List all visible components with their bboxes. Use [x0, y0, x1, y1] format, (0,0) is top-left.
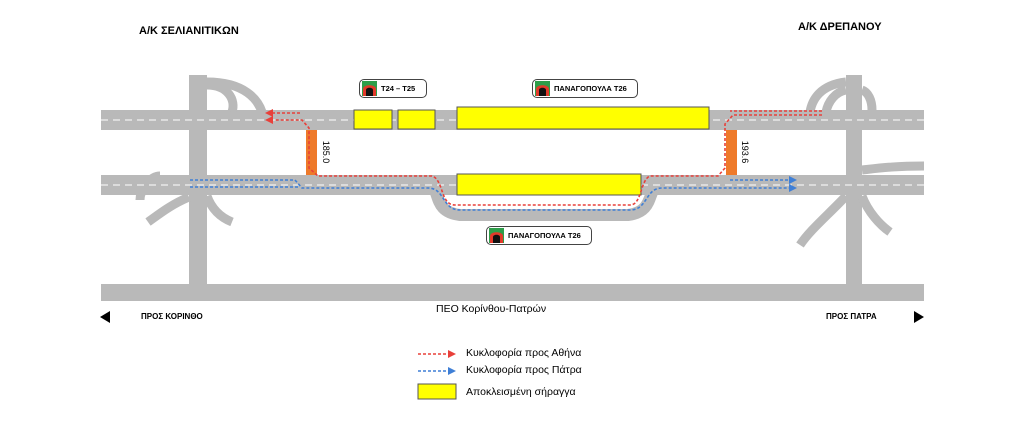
- ramp-right-nw-inner: [821, 85, 848, 114]
- closed-tunnel-t24: [353, 109, 393, 130]
- direction-left-label: ΠΡΟΣ ΚΟΡΙΝΘΟ: [141, 312, 203, 321]
- triangle-right-icon: [914, 311, 924, 323]
- lower-tunnel-bypass: [426, 181, 662, 221]
- closed-tunnels: [353, 106, 710, 196]
- tunnel-tag-t24-t25: T24 – T25: [359, 79, 427, 98]
- crossovers: [306, 130, 737, 175]
- route-to-athens-arrows: [265, 109, 273, 124]
- tunnel-icon: [535, 81, 550, 96]
- legend-closed-label: Αποκλεισμένη σήραγγα: [466, 386, 576, 398]
- direction-right-label: ΠΡΟΣ ΠΑΤΡΑ: [826, 312, 877, 321]
- triangle-left-icon: [100, 311, 110, 323]
- right-vertical-road: [846, 75, 862, 285]
- closed-tunnel-t26-lower: [456, 173, 642, 196]
- tunnel-tag-label: T24 – T25: [381, 84, 416, 93]
- junction-right-label: Α/Κ ΔΡΕΠΑΝΟΥ: [798, 21, 882, 33]
- closed-tunnel-t25: [397, 109, 436, 130]
- legend-closed-box: [417, 383, 457, 400]
- closed-tunnel-t26-upper: [456, 106, 710, 130]
- interchange-ramps: [135, 77, 925, 248]
- old-national-road: [101, 284, 924, 301]
- legend-patra-label: Κυκλοφορία προς Πάτρα: [466, 364, 582, 376]
- ramp-right-se: [857, 194, 893, 236]
- legend-patra-arrow: [448, 367, 456, 375]
- ramp-left-sw: [145, 192, 191, 226]
- tunnel-tag-label: ΠΑΝΑΓΟΠΟΥΛΑ Τ26: [508, 231, 581, 240]
- ramp-right-sw: [796, 192, 850, 248]
- tunnel-icon: [362, 81, 377, 96]
- ramp-left-se: [202, 194, 234, 227]
- route-to-patra-arrows: [789, 176, 797, 192]
- junction-left-label: Α/Κ ΣΕΛΙΑΝΙΤΙΚΩΝ: [139, 25, 239, 37]
- legend-athens-arrow: [448, 350, 456, 358]
- crossover-right-km: 193.6: [740, 141, 750, 164]
- ramp-right-e: [861, 161, 925, 175]
- tunnel-tag-t26-lower: ΠΑΝΑΓΟΠΟΥΛΑ Τ26: [486, 226, 592, 245]
- tunnel-tag-t26-upper: ΠΑΝΑΓΟΠΟΥΛΑ Τ26: [532, 79, 638, 98]
- route-to-patra: [190, 179, 790, 211]
- crossover-right: [726, 130, 737, 175]
- ramp-right-nw: [805, 77, 847, 113]
- route-to-athens: [270, 110, 822, 206]
- crossover-left: [306, 130, 317, 175]
- ramp-left-ne-outer: [206, 77, 267, 114]
- legend-athens-label: Κυκλοφορία προς Αθήνα: [466, 347, 582, 359]
- old-road-label: ΠΕΟ Κορίνθου-Πατρών: [436, 303, 547, 315]
- tunnel-icon: [489, 228, 504, 243]
- crossover-left-km: 185.0: [321, 141, 331, 164]
- legend-symbols: [417, 350, 457, 400]
- ramp-left-sw-inner: [135, 171, 161, 201]
- ramp-right-ne: [860, 85, 877, 111]
- tunnel-tag-label: ΠΑΝΑΓΟΠΟΥΛΑ Τ26: [554, 84, 627, 93]
